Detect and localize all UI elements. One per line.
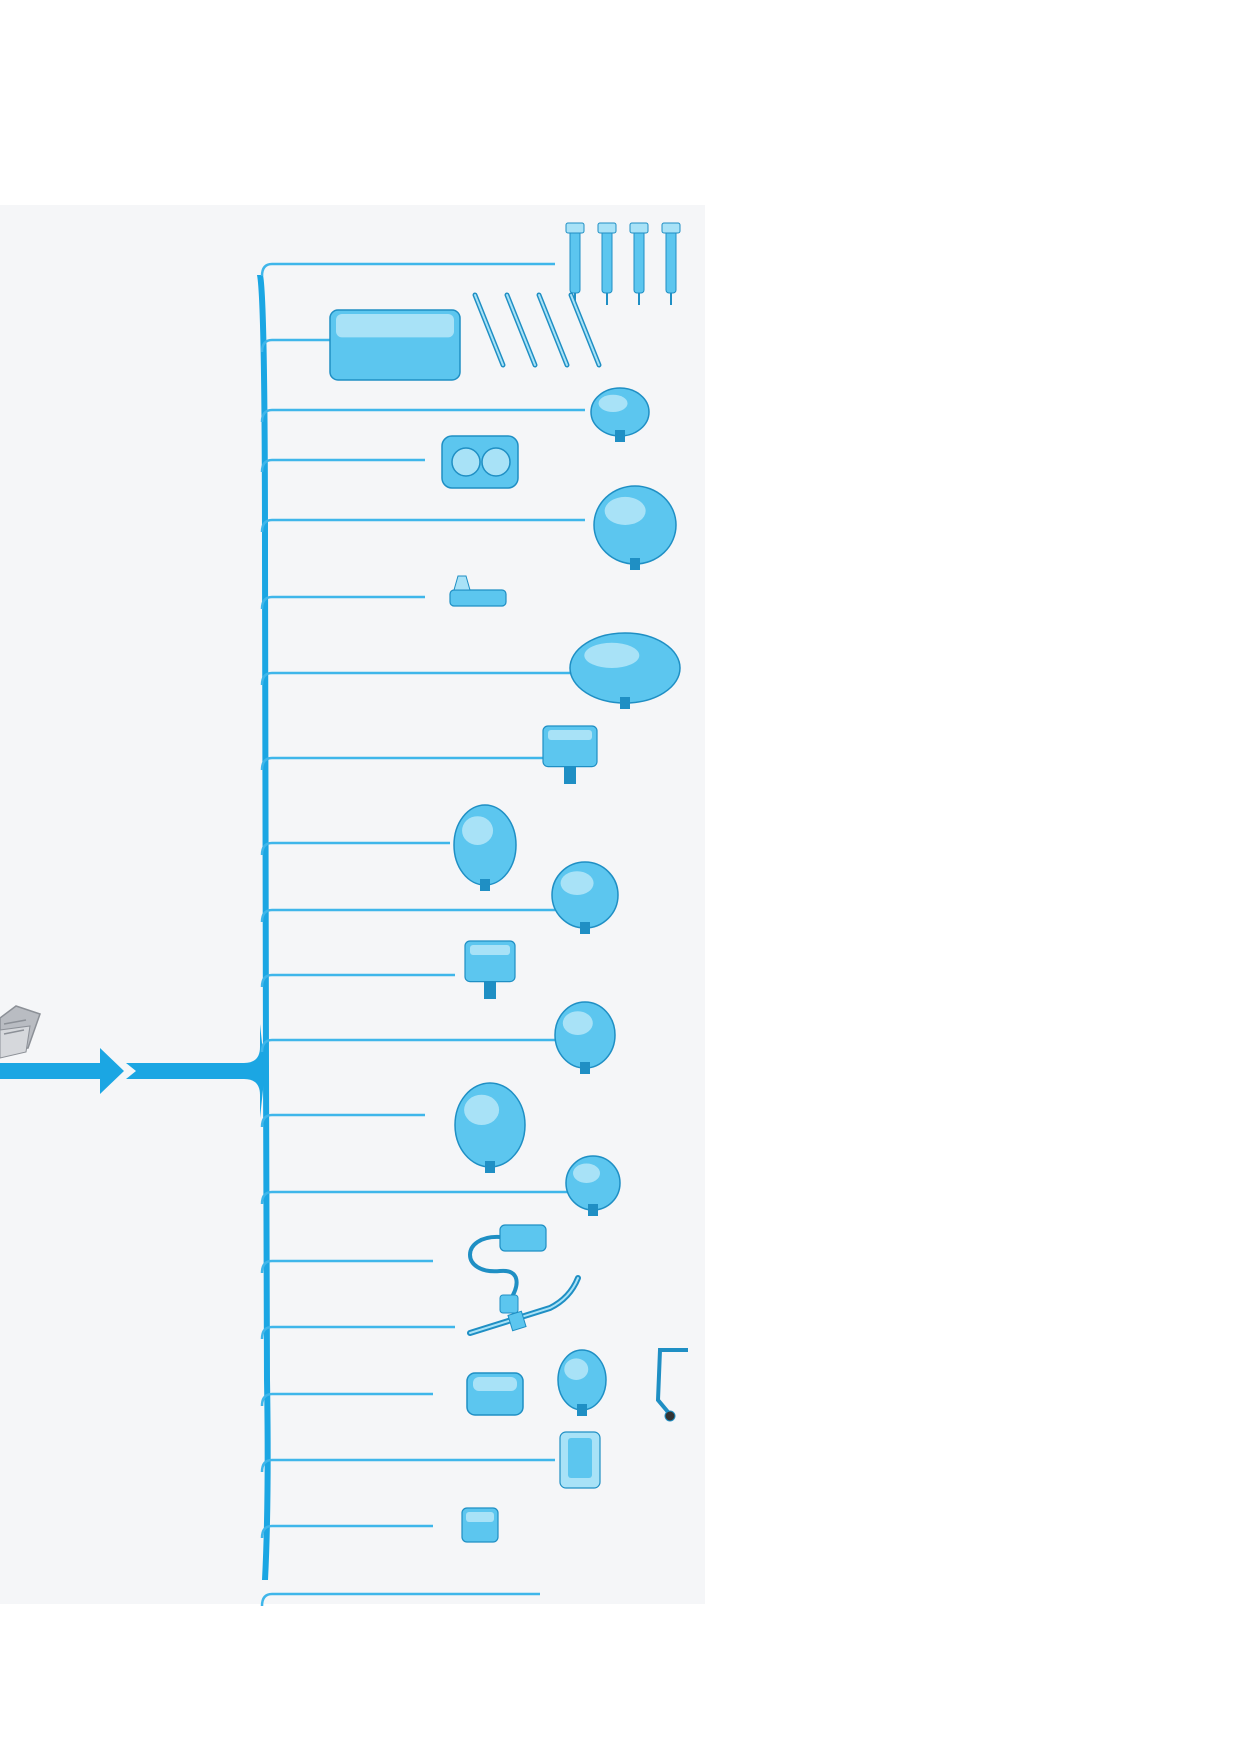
solenoid-icon (542, 725, 598, 784)
branch-line (260, 1458, 555, 1473)
solenoid-icon (464, 940, 516, 999)
branch-line (260, 595, 425, 610)
probe-icon (467, 1275, 581, 1336)
component-icons (329, 222, 688, 1543)
bus-arrow (0, 1048, 124, 1094)
branch-line (260, 518, 585, 533)
sensor-icon (557, 1349, 607, 1416)
branch-line (260, 841, 450, 856)
signal-bus (0, 275, 271, 1580)
branch-line (260, 973, 455, 988)
probe-icon (655, 1348, 688, 1422)
throttle-body-icon (441, 435, 519, 489)
branch-line (260, 458, 425, 473)
relay-icon (461, 1507, 499, 1543)
pump-icon (554, 1001, 616, 1074)
branch-line (260, 1592, 540, 1607)
valve-icon (569, 632, 681, 709)
branch-line (260, 408, 585, 423)
filter-icon (559, 1431, 601, 1489)
heater-icon (453, 804, 517, 891)
branch-line (260, 262, 555, 277)
sensor-icon (565, 1155, 621, 1216)
branch-line (260, 1325, 455, 1340)
branch-line (260, 1524, 433, 1539)
sensor-icon (590, 387, 650, 442)
control-unit-icon (0, 1005, 41, 1059)
bus-trunk (257, 275, 271, 1580)
pump-icon (593, 485, 677, 570)
branch-line (260, 671, 575, 686)
control-box-icon (329, 309, 461, 381)
branch-line (260, 1259, 433, 1274)
branch-line (260, 756, 548, 771)
injector-icon (565, 222, 681, 305)
branch-line (260, 338, 330, 353)
branch-line (260, 1113, 425, 1128)
sensor-icon (551, 861, 619, 934)
actuator-icon (454, 1082, 526, 1173)
control-box-icon (466, 1372, 524, 1416)
branch-line (260, 1038, 555, 1053)
probe-icon (468, 1224, 547, 1314)
bus-main-line (126, 1024, 265, 1118)
branch-line (260, 908, 555, 923)
branch-line (260, 1392, 433, 1407)
glow-plug-icon (472, 292, 602, 368)
sensor-icon (449, 575, 507, 607)
branch-line (260, 1190, 570, 1205)
branch-lines (260, 262, 585, 1607)
